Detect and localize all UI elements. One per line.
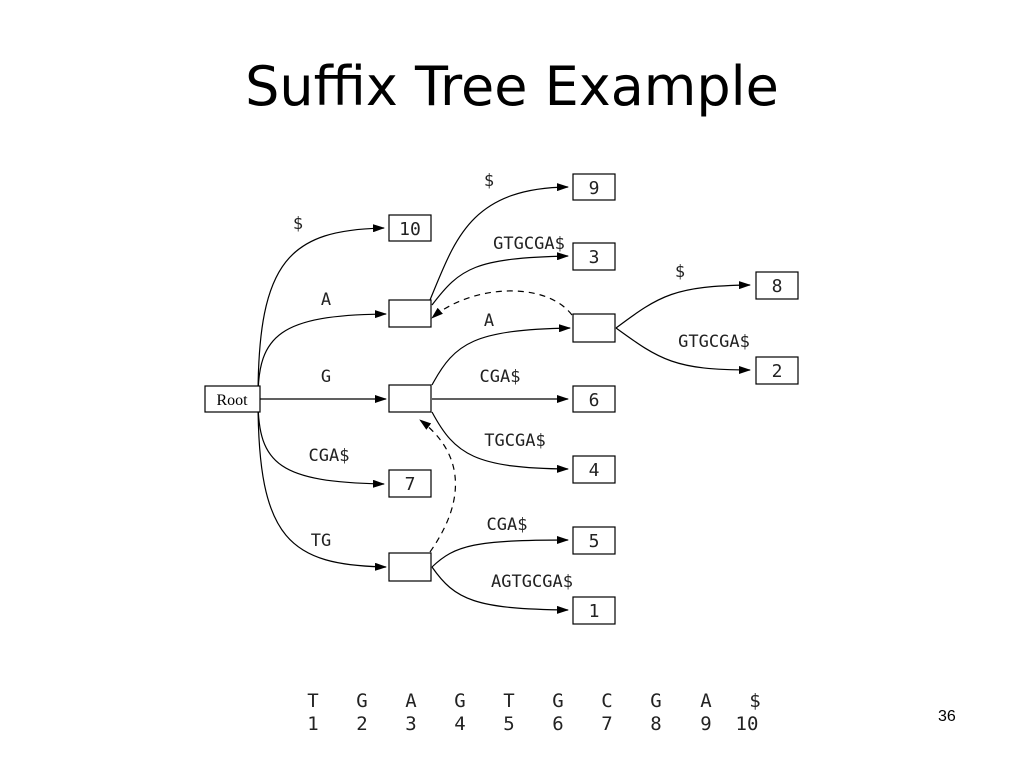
sequence-characters: T G A G T G C G A $ xyxy=(307,690,760,712)
root-node xyxy=(204,385,261,413)
seq-position: 8 xyxy=(650,713,661,735)
seq-char: $ xyxy=(749,690,760,712)
seq-char: T xyxy=(307,690,318,712)
leaf-1-label: 1 xyxy=(589,601,600,622)
seq-char: A xyxy=(700,690,712,712)
edge-label-root-a: A xyxy=(321,290,331,310)
edge-root-to-a xyxy=(257,310,387,399)
suffix-link-tg-to-g xyxy=(419,419,456,553)
edge-root-to-leaf7 xyxy=(257,399,385,488)
seq-char: C xyxy=(601,690,612,712)
edge-root-to-tg xyxy=(257,399,387,571)
edge-label-g-leaf4: TGCGA$ xyxy=(484,431,545,451)
leaf-7-label: 7 xyxy=(405,474,416,495)
leaf-5-label: 5 xyxy=(589,531,600,552)
seq-char: G xyxy=(650,690,661,712)
leaf-6 xyxy=(572,385,616,413)
seq-position: 4 xyxy=(454,713,465,735)
leaf-8 xyxy=(755,271,799,300)
internal-node-g xyxy=(388,384,432,413)
edge-tg-to-leaf5 xyxy=(431,536,569,568)
edge-label-tg-leaf5: CGA$ xyxy=(487,515,528,535)
leaf-2 xyxy=(755,356,799,385)
edge-label-root-g: G xyxy=(321,367,331,387)
edge-root-to-leaf10 xyxy=(257,224,385,399)
seq-position: 9 xyxy=(700,713,711,735)
seq-char: G xyxy=(356,690,367,712)
edge-label-g-leaf6: CGA$ xyxy=(480,367,521,387)
page-number: 36 xyxy=(938,708,956,725)
edge-a-to-leaf9 xyxy=(429,183,569,301)
seq-position: 10 xyxy=(736,713,759,735)
edge-label-g-ga: A xyxy=(484,311,494,331)
internal-node-ga xyxy=(572,313,616,343)
internal-node-a xyxy=(388,299,432,328)
leaf-4-label: 4 xyxy=(589,460,600,481)
leaf-6-label: 6 xyxy=(589,390,600,411)
seq-char: G xyxy=(552,690,563,712)
seq-position: 5 xyxy=(503,713,514,735)
edge-g-to-leaf4 xyxy=(431,411,569,473)
leaf-5 xyxy=(572,526,616,555)
seq-char: T xyxy=(503,690,514,712)
edge-ga-to-leaf2 xyxy=(615,327,751,374)
edge-label-root-leaf10: $ xyxy=(293,214,303,234)
leaf-3-label: 3 xyxy=(589,247,600,268)
edge-ga-to-leaf8 xyxy=(615,281,751,329)
leaf-9-label: 9 xyxy=(589,178,600,199)
root-label: Root xyxy=(216,392,248,409)
edge-label-ga-leaf2: GTGCGA$ xyxy=(678,332,750,352)
leaf-7 xyxy=(388,469,432,498)
seq-position: 1 xyxy=(307,713,318,735)
seq-position: 2 xyxy=(356,713,367,735)
leaf-3 xyxy=(572,242,616,271)
leaf-1 xyxy=(572,596,616,625)
edge-label-a-leaf9: $ xyxy=(484,171,494,191)
sequence-positions: 1 2 3 4 5 6 7 8 9 10 xyxy=(307,713,758,735)
edge-label-tg-leaf1: AGTGCGA$ xyxy=(491,572,573,592)
leaf-9 xyxy=(572,173,616,201)
leaf-8-label: 8 xyxy=(772,276,783,297)
edge-label-a-leaf3: GTGCGA$ xyxy=(493,234,565,254)
edge-g-to-ga xyxy=(431,324,571,386)
seq-position: 7 xyxy=(601,713,612,735)
leaf-4 xyxy=(572,455,616,484)
leaf-2-label: 2 xyxy=(772,361,783,382)
seq-char: G xyxy=(454,690,465,712)
edge-a-to-leaf3 xyxy=(431,252,569,306)
edge-label-root-tg: TG xyxy=(311,531,331,551)
leaf-10-label: 10 xyxy=(399,219,421,240)
seq-position: 3 xyxy=(405,713,416,735)
suffix-link-ga-to-a xyxy=(431,290,573,319)
seq-position: 6 xyxy=(552,713,563,735)
edge-label-ga-leaf8: $ xyxy=(675,262,685,282)
edge-tg-to-leaf1 xyxy=(431,566,569,614)
slide-title: Suffix Tree Example xyxy=(245,55,779,118)
seq-char: A xyxy=(405,690,417,712)
edge-label-root-leaf7: CGA$ xyxy=(309,446,350,466)
leaf-10 xyxy=(388,214,432,242)
internal-node-tg xyxy=(388,552,432,582)
